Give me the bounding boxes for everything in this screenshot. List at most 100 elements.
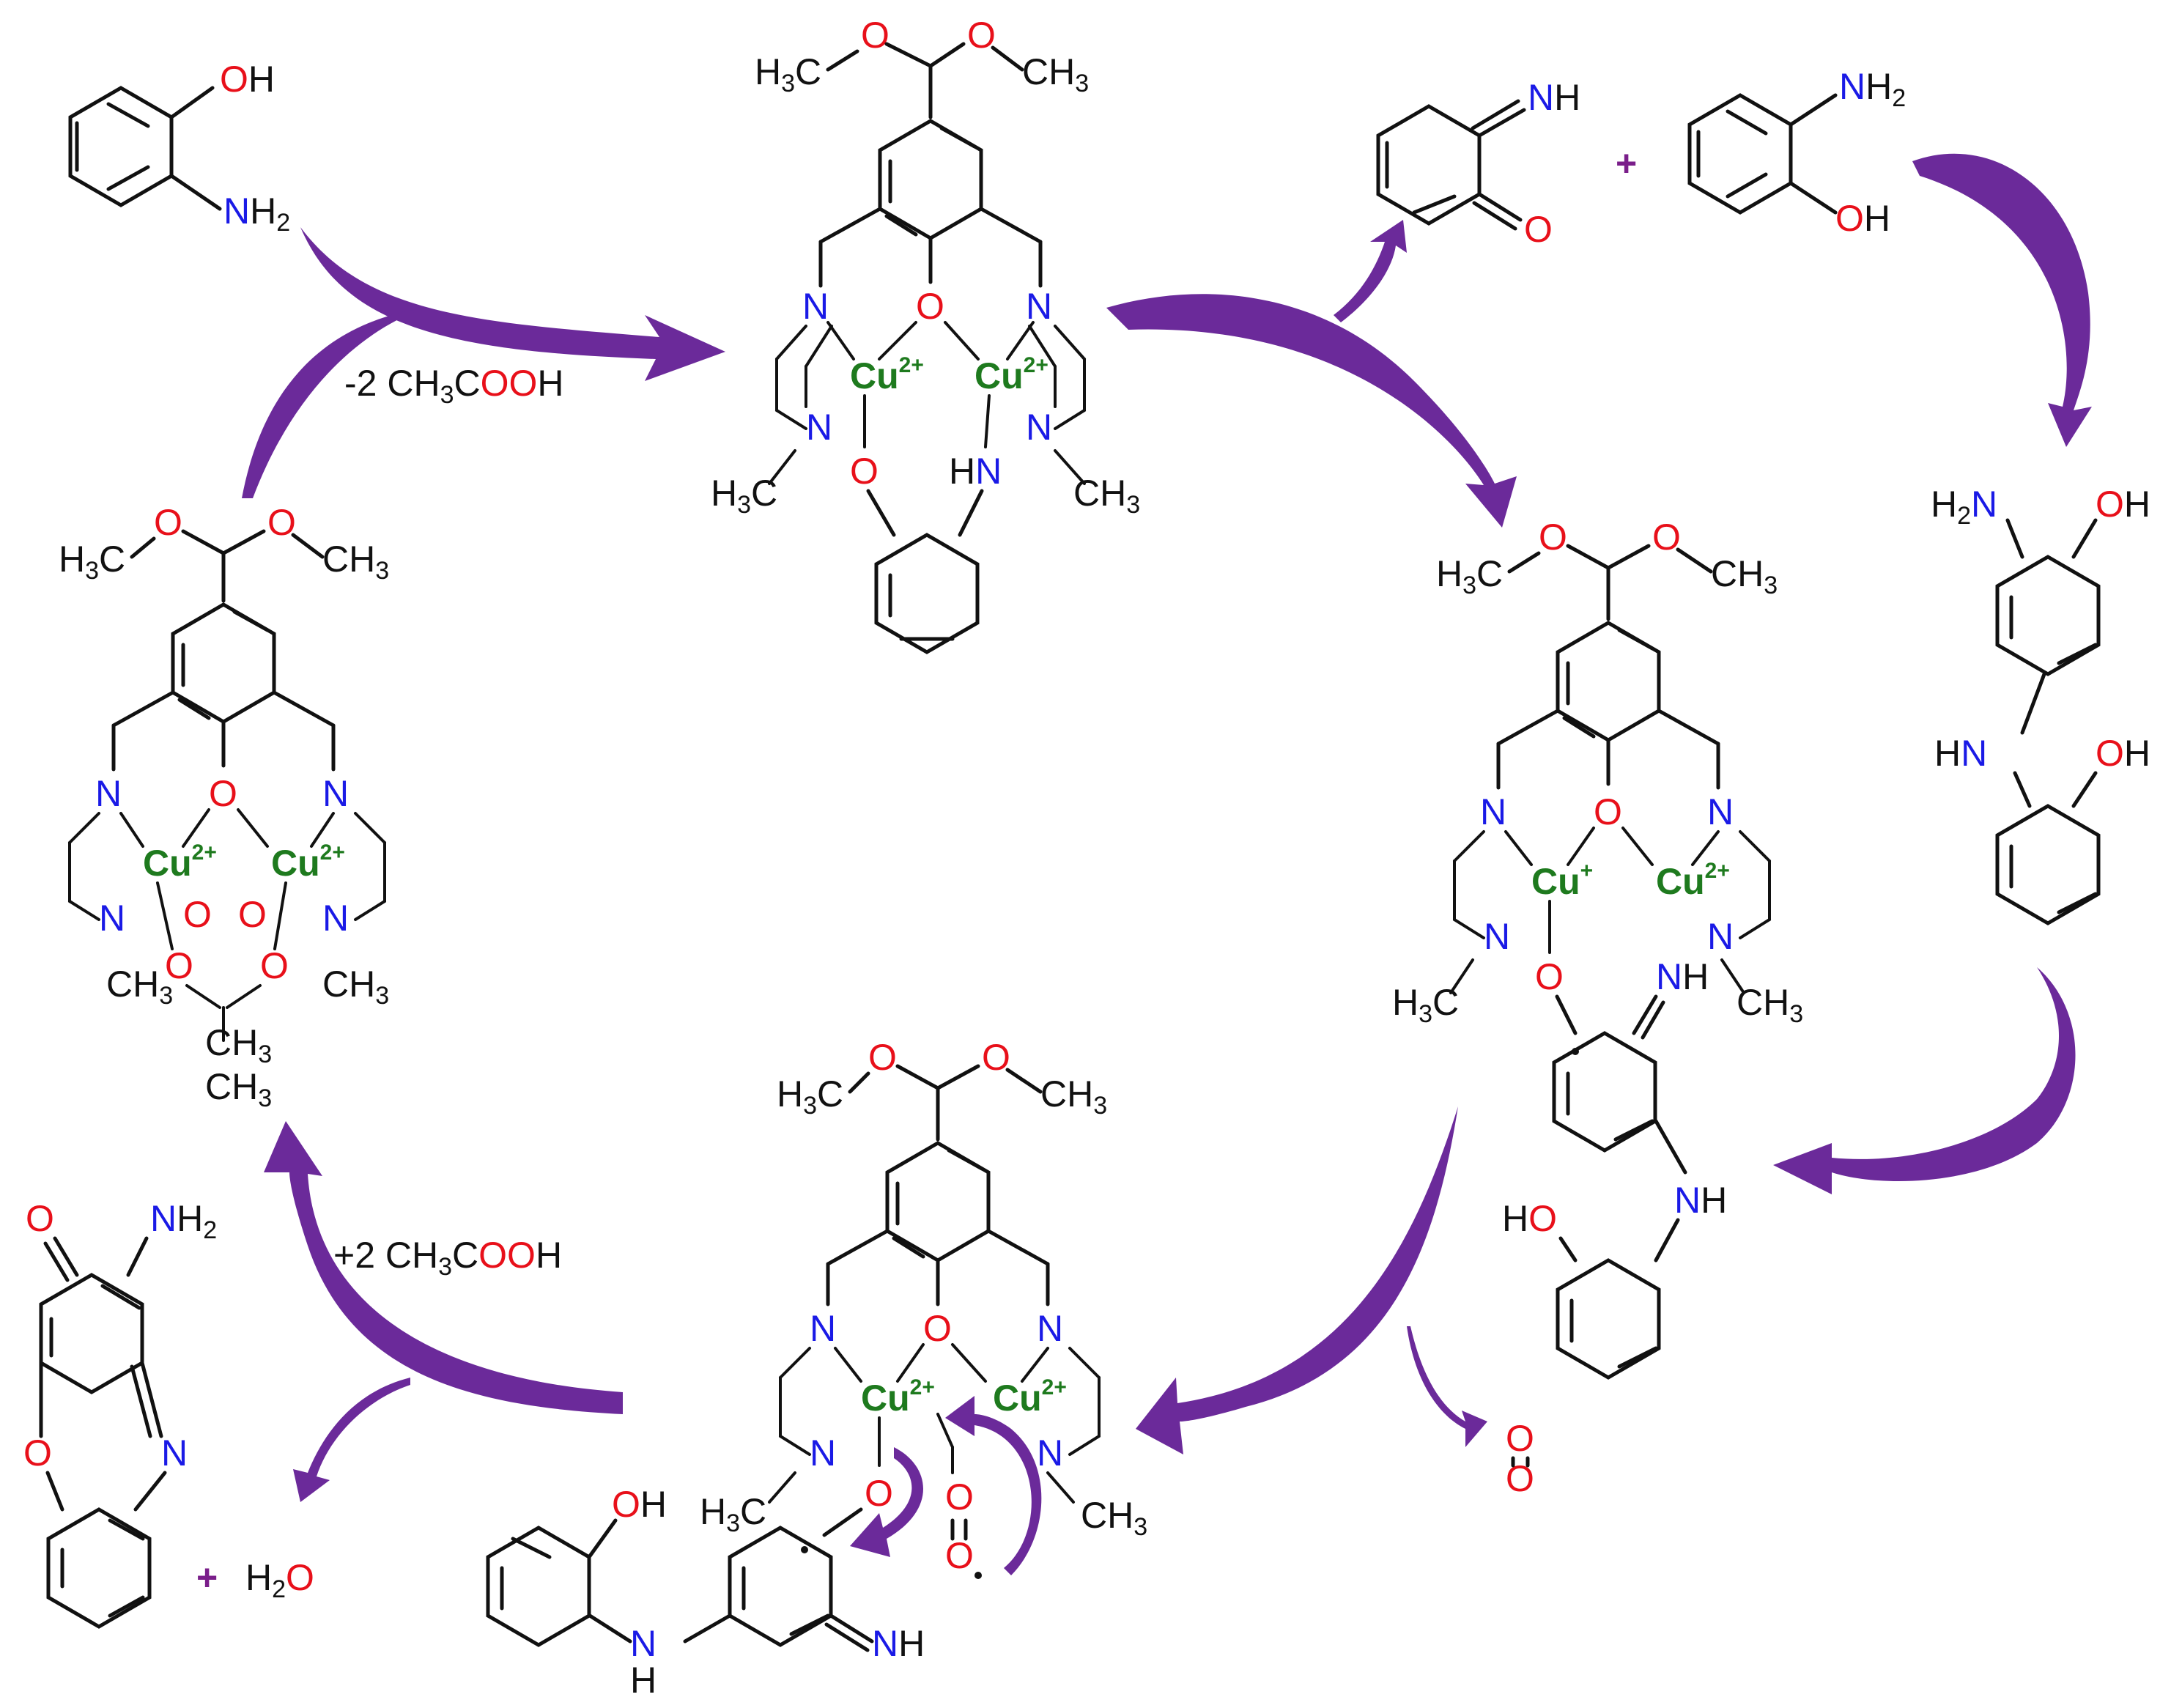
reagent-plus-acetic-acid: +2 CH3COOH: [333, 1235, 562, 1281]
svg-text:N: N: [1480, 791, 1506, 832]
svg-text:O: O: [154, 502, 182, 543]
svg-text:N: N: [802, 286, 829, 327]
radical-dot: [1572, 1048, 1579, 1055]
svg-text:O: O: [945, 1476, 974, 1517]
svg-text:N: N: [1707, 791, 1734, 832]
svg-text:NH2: NH2: [1839, 66, 1906, 112]
svg-text:H3C: H3C: [1436, 553, 1503, 599]
svg-text:O: O: [26, 1198, 54, 1239]
svg-text:O: O: [1652, 517, 1681, 558]
svg-text:Cu2+: Cu2+: [1656, 859, 1730, 902]
svg-text:O: O: [1535, 956, 1564, 997]
svg-text:O: O: [183, 894, 212, 935]
arrow-left-up: [242, 308, 425, 498]
arrow-product-out: [293, 1378, 410, 1502]
svg-text:O: O: [209, 773, 237, 814]
svg-text:OH: OH: [1835, 198, 1890, 239]
svg-text:NH: NH: [1674, 1180, 1727, 1221]
aminophenoxazinone-product: O NH2 O N: [23, 1198, 217, 1627]
svg-text:CH3: CH3: [1040, 1073, 1107, 1120]
arrow-electron-1: [850, 1447, 923, 1557]
svg-text:NH: NH: [1656, 956, 1709, 997]
aminophenol-second: NH2 OH: [1690, 66, 1906, 239]
svg-text:N: N: [1026, 286, 1052, 327]
svg-text:Cu+: Cu+: [1531, 859, 1593, 902]
svg-text:CH3: CH3: [1022, 51, 1089, 97]
svg-text:N: N: [1037, 1308, 1063, 1349]
svg-text:N: N: [1026, 407, 1052, 448]
svg-text:O: O: [1506, 1418, 1534, 1459]
svg-text:O: O: [850, 451, 879, 492]
svg-text:O: O: [868, 1037, 897, 1078]
arrow-top-right: [1106, 294, 1517, 528]
svg-text:CH3: CH3: [1711, 553, 1778, 599]
svg-text:Cu2+: Cu2+: [271, 840, 345, 884]
svg-text:N: N: [806, 407, 832, 448]
svg-text:O: O: [1524, 209, 1553, 250]
complex-left-acetate: H3C O O CH3 O N N N N Cu2+ Cu2+ O: [59, 502, 389, 1112]
svg-text:CH3: CH3: [106, 964, 173, 1010]
svg-text:O: O: [967, 15, 996, 56]
svg-text:O: O: [267, 502, 296, 543]
svg-text:Cu2+: Cu2+: [993, 1375, 1067, 1419]
water-label: H2O: [245, 1557, 314, 1603]
svg-text:N: N: [99, 898, 125, 939]
aminophenol-dimer: H2N OH HN OH: [1931, 484, 2150, 923]
svg-text:Cu2+: Cu2+: [974, 353, 1048, 396]
svg-text:NH2: NH2: [150, 1198, 217, 1244]
arrow-right-in: [1773, 967, 2076, 1194]
aminophenol-substrate: OH NH2: [70, 59, 290, 237]
svg-text:OH: OH: [612, 1484, 667, 1525]
complex-right-radical: H3C O O CH3 O N N N N Cu+ Cu2+: [1392, 517, 1803, 1378]
arrow-substrate-in: [300, 227, 725, 381]
dioxygen-label: O O: [1506, 1418, 1534, 1499]
svg-text:N: N: [95, 773, 122, 814]
svg-text:H3C: H3C: [755, 51, 821, 97]
svg-text:H2N: H2N: [1931, 484, 1997, 530]
svg-text:H3C: H3C: [711, 473, 777, 519]
svg-text:Cu2+: Cu2+: [143, 840, 217, 884]
cycle-arrows: [242, 153, 2092, 1575]
plus-sign: +: [1616, 143, 1637, 184]
arrow-o2-in: [1407, 1326, 1487, 1447]
svg-text:HN: HN: [1934, 733, 1987, 774]
svg-text:N: N: [322, 773, 349, 814]
svg-text:N: N: [322, 898, 349, 939]
svg-text:HN: HN: [949, 451, 1002, 492]
svg-text:H3C: H3C: [59, 539, 125, 585]
arrow-right-down: [1912, 153, 2092, 448]
svg-text:CH3: CH3: [322, 539, 389, 585]
svg-text:N: N: [810, 1432, 836, 1474]
atom-label: NH2: [223, 191, 290, 237]
svg-text:CH3: CH3: [1073, 473, 1140, 519]
svg-text:Cu2+: Cu2+: [850, 353, 924, 396]
svg-text:CH3: CH3: [1737, 982, 1803, 1028]
svg-text:O: O: [982, 1037, 1010, 1078]
svg-text:O: O: [260, 945, 289, 986]
radical-dot: [974, 1572, 982, 1579]
svg-text:N: N: [630, 1623, 657, 1664]
svg-text:O: O: [923, 1308, 952, 1349]
arrow-bottom-left-up: [264, 1121, 623, 1414]
svg-text:NH: NH: [872, 1623, 925, 1664]
arrow-to-iminoquinone: [1334, 220, 1407, 322]
svg-text:H3C: H3C: [700, 1491, 766, 1537]
plus-sign: +: [196, 1557, 218, 1598]
svg-text:O: O: [165, 945, 193, 986]
svg-text:O: O: [238, 894, 267, 935]
svg-text:H: H: [630, 1660, 657, 1701]
svg-text:O: O: [1506, 1458, 1534, 1499]
svg-text:N: N: [161, 1432, 188, 1474]
arrow-right-to-bottom: [1136, 1106, 1458, 1454]
svg-text:CH3: CH3: [322, 964, 389, 1010]
svg-text:O: O: [916, 286, 944, 327]
svg-text:CH3: CH3: [205, 1066, 272, 1112]
svg-text:N: N: [1707, 916, 1734, 957]
radical-dot: [801, 1546, 808, 1553]
svg-text:OH: OH: [2096, 733, 2150, 774]
reagent-minus-acetic-acid: -2 CH3COOH: [344, 363, 564, 409]
svg-text:O: O: [865, 1473, 893, 1514]
arrow-electron-2: [945, 1396, 1042, 1575]
svg-text:CH3: CH3: [205, 1022, 272, 1068]
